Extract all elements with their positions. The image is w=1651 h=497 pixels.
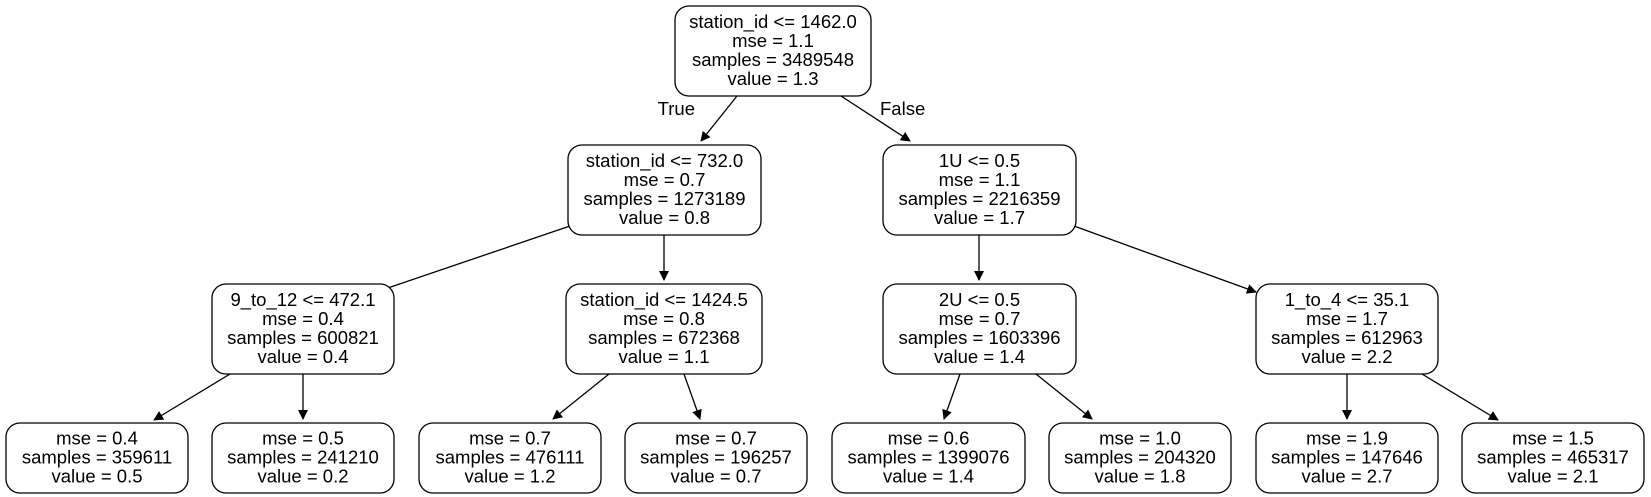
node-line: samples = 359611 (22, 446, 172, 467)
node-line: 1U <= 0.5 (939, 150, 1020, 171)
node-line: samples = 204320 (1064, 446, 1216, 467)
node-line: value = 0.5 (51, 465, 142, 486)
node-line: mse = 0.8 (623, 308, 705, 329)
edge-n12-n14 (1421, 373, 1499, 421)
node-line: value = 1.3 (727, 68, 818, 89)
node-line: value = 1.4 (934, 346, 1025, 367)
node-line: mse = 0.7 (624, 169, 706, 190)
node-line: mse = 1.1 (939, 169, 1021, 190)
node-box (624, 422, 808, 494)
edge-n2-n3 (153, 373, 231, 421)
node-line: value = 2.2 (1301, 346, 1392, 367)
node-line: mse = 1.9 (1306, 427, 1388, 448)
node-box (5, 422, 189, 494)
node-line: samples = 2216359 (899, 188, 1061, 209)
node-line: mse = 1.1 (732, 30, 814, 51)
node-line: samples = 1273189 (584, 188, 746, 209)
node-line: mse = 0.5 (262, 427, 344, 448)
node-line: 2U <= 0.5 (939, 289, 1020, 310)
node-line: value = 2.7 (1301, 465, 1392, 486)
node-line: mse = 0.7 (675, 427, 757, 448)
node-line: station_id <= 732.0 (586, 150, 743, 172)
edge-label-true: True (658, 98, 695, 119)
node-line: station_id <= 1424.5 (580, 289, 748, 311)
node-line: samples = 241210 (227, 446, 379, 467)
node-line: value = 2.1 (1507, 465, 1598, 486)
node-line: samples = 147646 (1271, 446, 1423, 467)
node-line: samples = 1399076 (848, 446, 1010, 467)
node-box (418, 422, 602, 494)
node-box (882, 283, 1077, 375)
node-box (674, 5, 872, 97)
edge-n1-n2 (375, 225, 571, 294)
node-box (1048, 422, 1232, 494)
edges-layer: True False (153, 95, 1499, 421)
node-line: 9_to_12 <= 472.1 (230, 289, 375, 311)
node-line: mse = 0.4 (262, 308, 344, 329)
node-line: value = 0.4 (257, 346, 348, 367)
node-box (565, 283, 763, 375)
edge-n9-n11 (1035, 373, 1093, 420)
node-line: samples = 465317 (1477, 446, 1629, 467)
edge-n9-n10 (942, 373, 961, 420)
node-line: mse = 1.5 (1512, 427, 1594, 448)
node-line: samples = 196257 (640, 446, 792, 467)
node-line: samples = 1603396 (899, 327, 1061, 348)
node-box (1255, 422, 1439, 494)
node-line: mse = 0.6 (888, 427, 970, 448)
edge-n0-n8 (840, 95, 911, 142)
node-line: mse = 0.7 (469, 427, 551, 448)
node-box (882, 144, 1077, 236)
node-box (831, 422, 1026, 494)
node-line: value = 0.2 (257, 465, 348, 486)
node-box (1461, 422, 1645, 494)
node-box (211, 422, 395, 494)
node-box (567, 144, 762, 236)
node-line: value = 1.4 (883, 465, 974, 486)
node-line: mse = 0.7 (939, 308, 1021, 329)
node-line: mse = 1.7 (1306, 308, 1388, 329)
node-line: value = 1.8 (1094, 465, 1185, 486)
edge-label-false: False (880, 98, 925, 119)
node-line: mse = 1.0 (1099, 427, 1181, 448)
edge-n0-n1 (700, 95, 738, 142)
node-line: samples = 672368 (588, 327, 740, 348)
node-line: value = 0.8 (619, 207, 710, 228)
edge-n8-n12 (1073, 225, 1257, 294)
node-line: value = 1.7 (934, 207, 1025, 228)
node-line: samples = 476111 (436, 446, 585, 467)
node-box (1255, 283, 1439, 375)
edge-n5-n7 (683, 373, 702, 420)
node-line: samples = 612963 (1271, 327, 1423, 348)
node-line: value = 1.1 (618, 346, 709, 367)
node-line: value = 1.2 (464, 465, 555, 486)
node-line: 1_to_4 <= 35.1 (1285, 289, 1409, 311)
node-line: samples = 600821 (227, 327, 379, 348)
node-line: value = 0.7 (670, 465, 761, 486)
node-box (211, 283, 395, 375)
node-line: samples = 3489548 (692, 49, 854, 70)
node-line: station_id <= 1462.0 (689, 11, 857, 33)
edge-n5-n6 (552, 373, 610, 420)
node-line: mse = 0.4 (56, 427, 138, 448)
